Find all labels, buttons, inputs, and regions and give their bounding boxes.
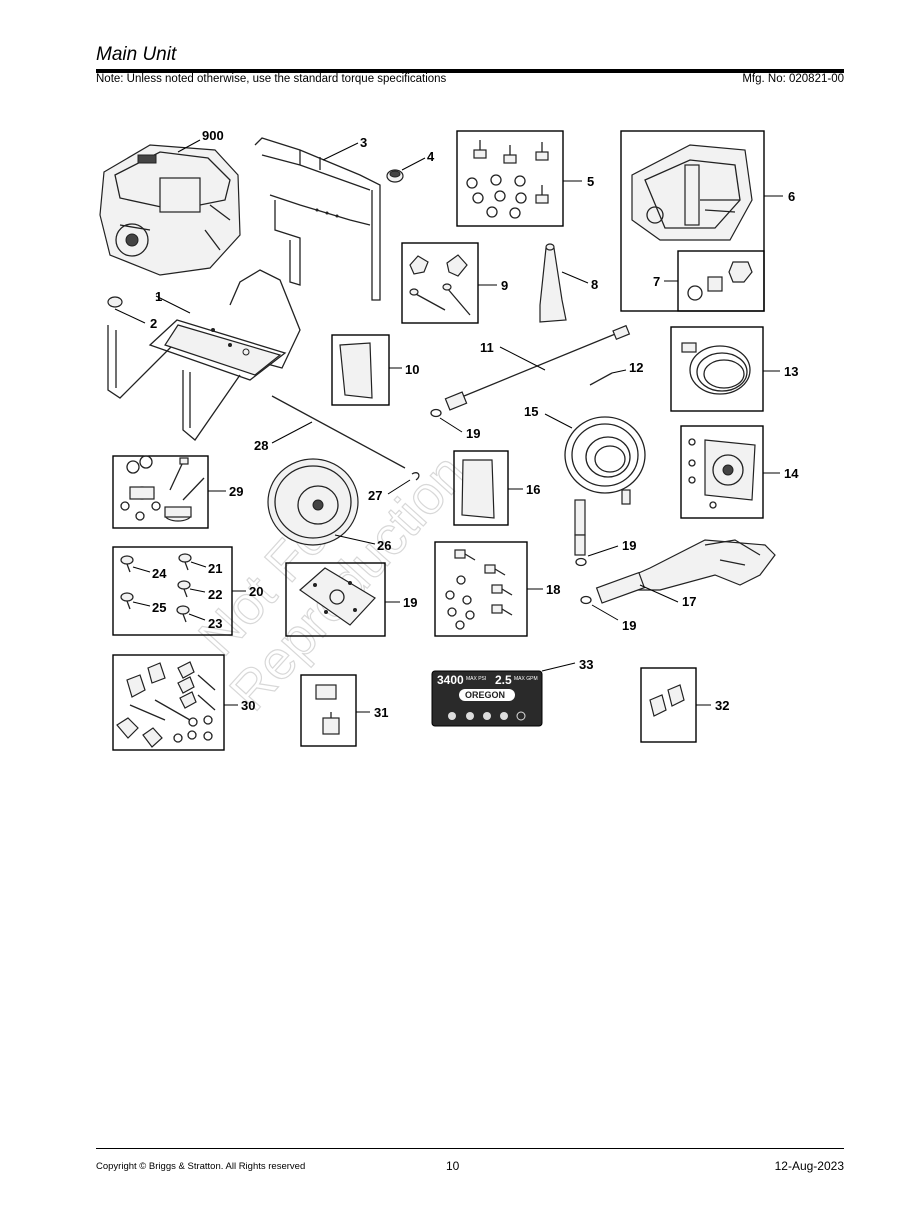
unloader-7: [687, 261, 753, 301]
callout-12: 12: [629, 360, 643, 375]
callout-32: 32: [715, 698, 729, 713]
isolators-5: [466, 140, 549, 219]
wheel-26: [267, 458, 359, 546]
callout-2: 2: [150, 316, 157, 331]
handle-3: [254, 137, 381, 301]
isolator-kit-29: [120, 455, 205, 522]
pump-6: [631, 144, 753, 241]
callout-13: 13: [784, 364, 798, 379]
callout-4: 4: [427, 149, 435, 164]
oring-19a: [430, 408, 442, 418]
kit-box-9: [401, 242, 479, 324]
callout-23: 23: [208, 616, 222, 631]
axle-28: [271, 395, 406, 469]
decal-gpm-value: 2.5: [495, 673, 512, 687]
label-10: [339, 342, 373, 399]
callout-11: 11: [480, 340, 494, 355]
page-number: 10: [446, 1159, 460, 1173]
decal-gpm-unit: MAX GPM: [514, 676, 538, 682]
kit-box-5: [456, 130, 564, 227]
callout-24: 24: [152, 566, 167, 581]
callout-25: 25: [152, 600, 166, 615]
callout-900: 900: [202, 128, 224, 143]
kit-box-10: [331, 334, 390, 406]
callout-9: 9: [501, 278, 508, 293]
kit-box-19: [285, 562, 386, 637]
decal-psi-unit: MAX PSI: [466, 676, 486, 682]
copyright: Copyright © Briggs & Stratton. All Right…: [96, 1161, 306, 1172]
kit-box-14: [680, 425, 764, 519]
kit-box-13: [670, 326, 764, 412]
mounting-kit-20: [120, 553, 192, 623]
nozzle-8: [539, 243, 567, 323]
callout-28: 28: [254, 438, 268, 453]
callout-33: 33: [579, 657, 593, 672]
callout-21: 21: [208, 561, 222, 576]
footer-rule: [96, 1148, 844, 1149]
oring-19c: [580, 595, 592, 605]
callout-19-d: 19: [403, 595, 417, 610]
plate-19: [299, 567, 376, 626]
hose-13: [681, 342, 751, 395]
callout-27: 27: [368, 488, 382, 503]
callout-18: 18: [546, 582, 560, 597]
foot-2: [107, 296, 123, 308]
callout-15: 15: [524, 404, 538, 419]
plug-4: [386, 169, 404, 183]
knobs-9: [409, 254, 471, 316]
callout-30: 30: [241, 698, 255, 713]
frame-1: [107, 269, 301, 441]
callout-8: 8: [591, 277, 598, 292]
hardware-kit-30: [116, 661, 216, 748]
callout-6: 6: [788, 189, 795, 204]
callout-19-a: 19: [466, 426, 480, 441]
holders-32: [649, 684, 685, 717]
callout-17: 17: [682, 594, 696, 609]
kit-box-18: [434, 541, 528, 637]
torque-note: Note: Unless noted otherwise, use the st…: [96, 73, 447, 85]
pin-12: [589, 372, 613, 386]
bolt-kit-18: [445, 549, 513, 630]
kit-box-30: [112, 654, 225, 751]
label-16: [461, 459, 495, 519]
callout-20: 20: [249, 584, 263, 599]
callout-14: 14: [784, 466, 799, 481]
callout-19-c: 19: [622, 618, 636, 633]
hose-15: [564, 416, 646, 556]
footer-date: 12-Aug-2023: [774, 1159, 844, 1173]
wand-11: [444, 324, 631, 411]
quick-connect-31: [315, 684, 340, 735]
callout-16: 16: [526, 482, 540, 497]
oring-19b: [575, 557, 587, 567]
callout-1: 1: [155, 289, 162, 304]
spray-gun-17: [595, 539, 776, 604]
callout-10: 10: [405, 362, 419, 377]
callout-7: 7: [653, 274, 660, 289]
mfg-number: Mfg. No: 020821-00: [742, 73, 844, 85]
kit-box-16: [453, 450, 509, 526]
callout-26: 26: [377, 538, 391, 553]
cover-14: [688, 438, 756, 509]
callout-22: 22: [208, 587, 222, 602]
kit-box-32: [640, 667, 697, 743]
kit-box-31: [300, 674, 357, 747]
decal-psi-value: 3400: [437, 673, 464, 687]
page-title: Main Unit: [96, 44, 177, 65]
decal-33: 3400 MAX PSI 2.5 MAX GPM OREGON: [431, 670, 543, 727]
callout-31: 31: [374, 705, 388, 720]
decal-brand: OREGON: [465, 690, 505, 700]
callout-19-b: 19: [622, 538, 636, 553]
callout-5: 5: [587, 174, 594, 189]
clip-27: [411, 472, 420, 481]
callout-29: 29: [229, 484, 243, 499]
header-rule: [96, 69, 844, 73]
kit-box-29: [112, 455, 209, 529]
engine-900: [99, 144, 241, 276]
callout-3: 3: [360, 135, 367, 150]
